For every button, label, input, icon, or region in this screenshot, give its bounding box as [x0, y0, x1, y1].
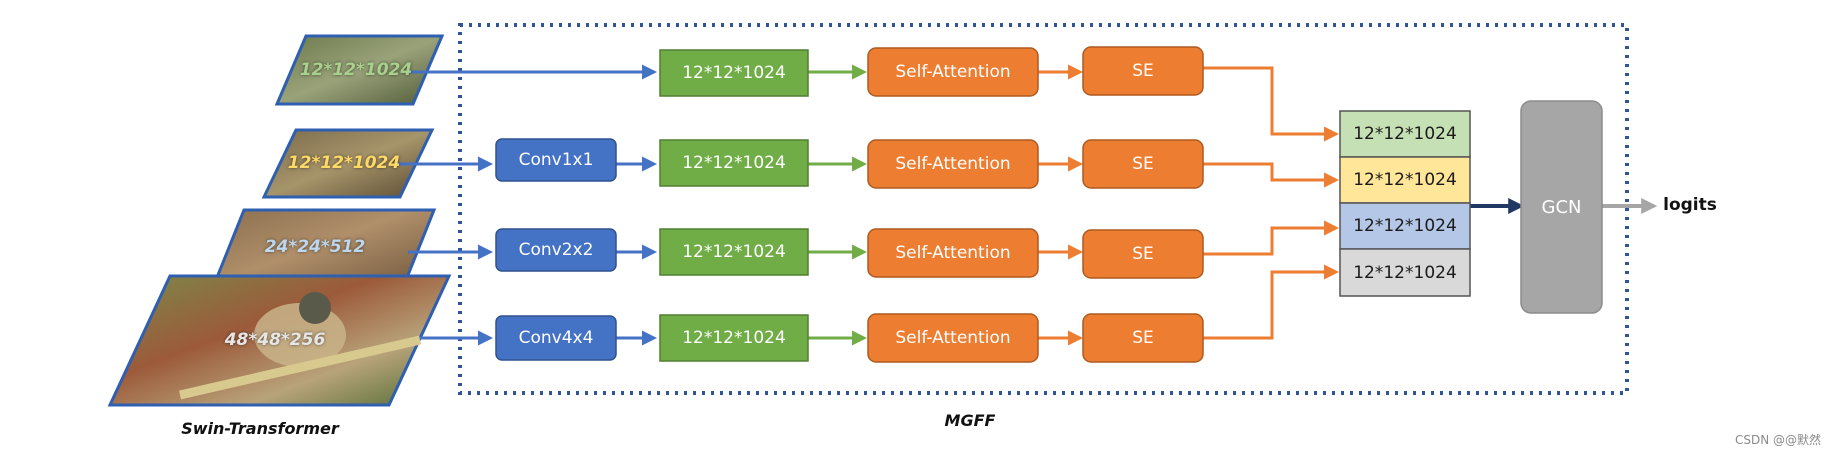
- arrow-se2-fused: [1203, 162, 1339, 188]
- arrow-se3-fused: [1203, 220, 1339, 256]
- arrow-se4-fused: [1203, 264, 1339, 340]
- gcn-box: [1520, 100, 1603, 314]
- fused-stack: [1339, 110, 1471, 297]
- self-attention-box-4: [867, 313, 1039, 363]
- conv1x1-box: [495, 138, 617, 182]
- se-box-2: [1082, 139, 1204, 189]
- se-boxes: [1082, 46, 1204, 363]
- self-attention-box-3: [867, 228, 1039, 278]
- fused-row-1: [1339, 110, 1471, 158]
- arrow-se1-fused: [1203, 66, 1339, 142]
- feature-box-2: [659, 139, 809, 187]
- se-box-3: [1082, 229, 1204, 279]
- feature-boxes: [659, 49, 809, 362]
- conv4x4-box: [495, 315, 617, 361]
- self-attention-box-1: [867, 47, 1039, 97]
- connector-arrows: [398, 64, 1658, 346]
- se-box-1: [1082, 46, 1204, 96]
- mgff-dotted-border: [458, 23, 1629, 395]
- conv-boxes: [495, 138, 617, 361]
- fused-row-4: [1339, 248, 1471, 297]
- bird-head: [299, 292, 331, 324]
- conv2x2-box: [495, 228, 617, 272]
- feature-box-4: [659, 314, 809, 362]
- feature-map-1: [274, 34, 445, 106]
- se-box-4: [1082, 313, 1204, 363]
- fused-row-2: [1339, 156, 1471, 204]
- feature-box-1: [659, 49, 809, 97]
- backbone-feature-maps: [107, 34, 452, 407]
- fused-row-3: [1339, 202, 1471, 250]
- attention-boxes: [867, 47, 1039, 363]
- feature-map-2: [261, 128, 435, 199]
- branch: [178, 335, 422, 400]
- feature-box-3: [659, 228, 809, 276]
- self-attention-box-2: [867, 139, 1039, 189]
